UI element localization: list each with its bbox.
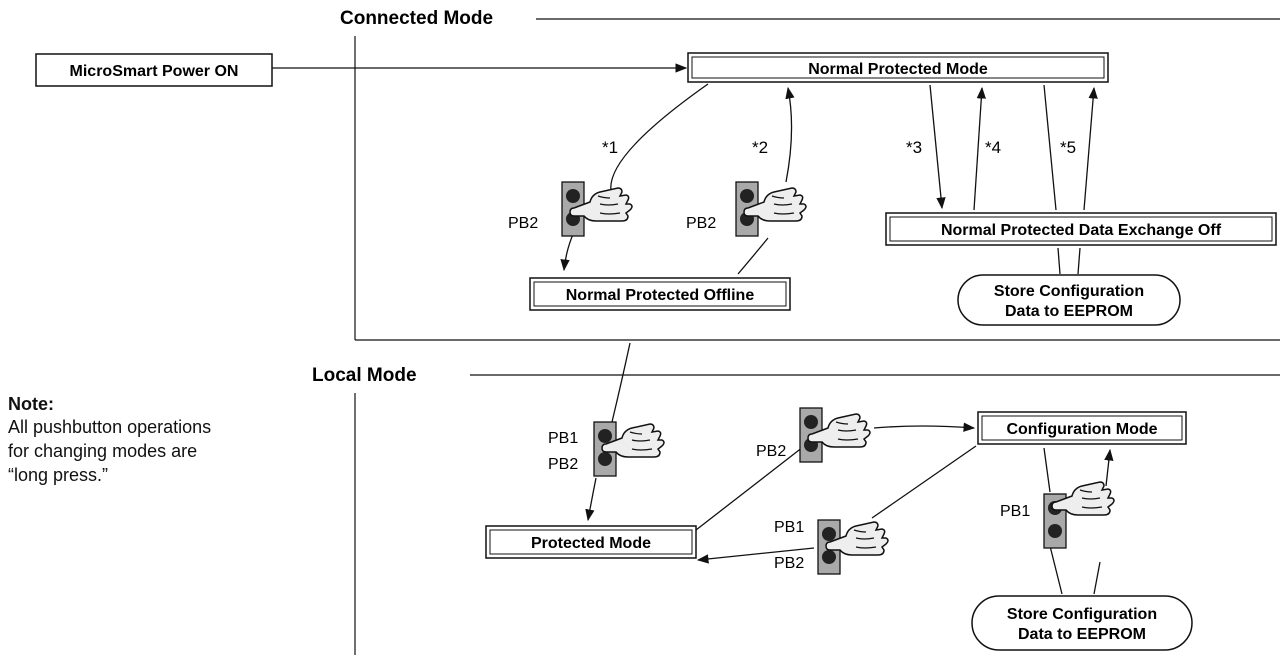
pb2-label-3: PB2 bbox=[548, 456, 578, 473]
store-config-upper-box: Store Configuration Data to EEPROM bbox=[957, 274, 1181, 326]
pushbutton-panel-1 bbox=[561, 181, 633, 237]
pb1-label-6: PB1 bbox=[1000, 503, 1030, 520]
pushbutton-panel-2 bbox=[735, 181, 807, 237]
local-mode-label: Local Mode bbox=[312, 365, 417, 386]
note-body: All pushbutton operations for changing m… bbox=[8, 415, 308, 487]
pushbutton-panel-5 bbox=[817, 519, 889, 575]
store-config-lower-box: Store Configuration Data to EEPROM bbox=[971, 595, 1193, 651]
note-line-3: “long press.” bbox=[8, 465, 109, 485]
connector-5-down bbox=[1043, 84, 1057, 211]
arrow-connected-to-local bbox=[588, 342, 631, 520]
note-title: Note: bbox=[8, 394, 54, 414]
pushbutton-panel-4 bbox=[799, 407, 871, 463]
pushbutton-panel-3 bbox=[593, 421, 665, 477]
note-line-1: All pushbutton operations bbox=[8, 417, 212, 437]
connector-store-lower-a bbox=[1049, 545, 1063, 595]
normal-protected-offline-label: Normal Protected Offline bbox=[566, 287, 755, 304]
transition-3-label: *3 bbox=[906, 138, 922, 157]
arrow-2-to-normal bbox=[737, 88, 792, 275]
arrow-config-up bbox=[1104, 448, 1114, 487]
arrow-3 bbox=[929, 84, 946, 210]
connector-configuration-to-pb bbox=[871, 445, 977, 519]
power-on-box: MicroSmart Power ON bbox=[35, 53, 273, 87]
connector-config-down bbox=[1043, 447, 1051, 493]
pb2-label-2: PB2 bbox=[686, 215, 716, 232]
arrow-5-up bbox=[1083, 86, 1098, 211]
arrow-4 bbox=[973, 86, 986, 211]
connected-mode-frame bbox=[354, 18, 1280, 341]
local-mode-frame bbox=[354, 374, 1280, 655]
store-config-upper-line2: Data to EEPROM bbox=[1005, 303, 1133, 320]
protected-mode-label: Protected Mode bbox=[531, 535, 651, 552]
transition-4-label: *4 bbox=[985, 138, 1001, 157]
store-config-lower-line2: Data to EEPROM bbox=[1018, 626, 1146, 643]
transition-2-label: *2 bbox=[752, 138, 768, 157]
connector-protected-to-pb2 bbox=[695, 439, 813, 531]
transition-1-label: *1 bbox=[602, 138, 618, 157]
pb1-label-3: PB1 bbox=[548, 430, 578, 447]
pb2-label-4: PB2 bbox=[756, 443, 786, 460]
arrow-1-to-offline bbox=[564, 83, 709, 270]
configuration-mode-label: Configuration Mode bbox=[1006, 421, 1157, 438]
configuration-mode-box: Configuration Mode bbox=[977, 411, 1187, 445]
connector-store-lower-b bbox=[1093, 561, 1101, 595]
connector-store-upper-a bbox=[1057, 247, 1061, 275]
store-config-lower-line1: Store Configuration bbox=[1007, 606, 1157, 623]
protected-mode-box: Protected Mode bbox=[485, 525, 697, 559]
normal-protected-mode-box: Normal Protected Mode bbox=[687, 52, 1109, 83]
data-exchange-off-label: Normal Protected Data Exchange Off bbox=[941, 222, 1222, 239]
arrow-pb2-to-configuration bbox=[873, 422, 976, 432]
pb1-label-5: PB1 bbox=[774, 519, 804, 536]
arrow-to-protected bbox=[696, 547, 815, 564]
normal-protected-mode-label: Normal Protected Mode bbox=[808, 61, 988, 78]
power-on-label: MicroSmart Power ON bbox=[70, 63, 239, 80]
store-config-upper-line1: Store Configuration bbox=[994, 283, 1144, 300]
pb2-label-5: PB2 bbox=[774, 555, 804, 572]
connected-mode-label: Connected Mode bbox=[340, 8, 493, 29]
normal-protected-offline-box: Normal Protected Offline bbox=[529, 277, 791, 311]
connector-store-upper-b bbox=[1077, 247, 1081, 275]
data-exchange-off-box: Normal Protected Data Exchange Off bbox=[885, 212, 1277, 246]
pushbutton-panel-6 bbox=[1043, 481, 1115, 549]
transition-5-label: *5 bbox=[1060, 138, 1076, 157]
pb2-label-1: PB2 bbox=[508, 215, 538, 232]
note-line-2: for changing modes are bbox=[8, 441, 198, 461]
